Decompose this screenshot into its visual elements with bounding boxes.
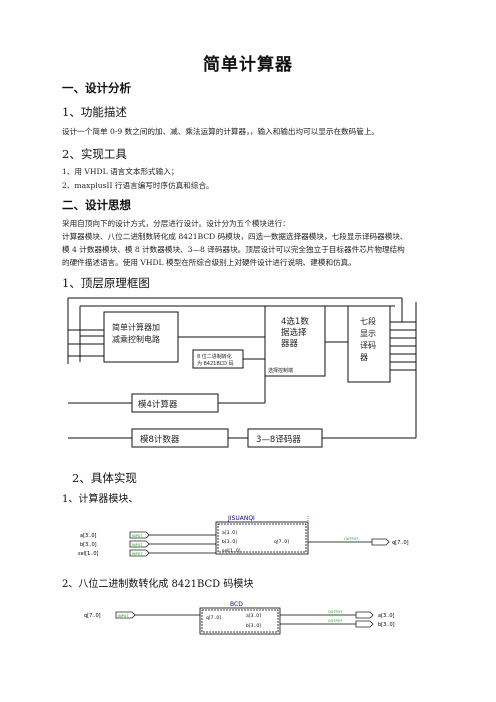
heading-tools: 2、实现工具 — [62, 147, 127, 161]
input-sel-label: sel[1..0] — [78, 551, 99, 557]
port-q-label: q[7..0] — [274, 539, 289, 545]
bcd-input-tag: INPUT — [118, 614, 129, 618]
heading-implementation: 2、具体实现 — [72, 471, 137, 485]
port-a-label: a[3..0] — [222, 530, 237, 536]
idea-line-4: 的硬件描述语言。使用 VHDL 模型在所综合级别上对硬件设计进行说明、建模和仿真… — [62, 258, 356, 267]
heading-calculator-module: 1、计算器模块、 — [62, 494, 139, 505]
top-level-block-diagram: 简单计算器加 减乘控制电路 8 位二进制转化 为 8421BCD 码 4选1数 … — [67, 297, 417, 448]
port-sel-label: sel[1..0] — [222, 548, 241, 554]
input-b-tag: INPUT — [132, 543, 143, 547]
decoder38-block-label: 3—8译码器 — [256, 435, 301, 445]
section-design-analysis: 一、设计分析 — [62, 81, 131, 95]
mod4-block-label: 模4计算器 — [138, 399, 178, 410]
mux-block-label-1: 4选1数 — [281, 316, 309, 327]
bcd-module-schematic: BCD q[7..0] INPUT q[7..0] a[3..0] b[3..0… — [84, 601, 395, 635]
calc-block-label-1: 简单计算器加 — [112, 322, 160, 332]
mod8-block-label: 模8计数器 — [140, 434, 180, 445]
seg-block-label-4: 器 — [360, 353, 368, 362]
conv-block-label-2: 为 8421BCD 码 — [197, 360, 234, 367]
port-b-label: b[3..0] — [222, 539, 237, 545]
calculator-module-schematic: JISUANQI a[3..0] b[3..0] sel[1..0] INPUT… — [78, 515, 409, 557]
input-sel-tag: INPUT — [132, 552, 143, 556]
mux-block-label-3: 器器 — [281, 339, 299, 349]
bcd-output-a-tag: OUTPUT — [328, 610, 343, 614]
tools-item-1: 1、用 VHDL 语言文本形式输入； — [62, 167, 179, 176]
calc-block-label-2: 减乘控制电路 — [112, 334, 160, 344]
bcd-port-q-label: q[7..0] — [206, 615, 221, 621]
output-q-tag: OUTPUT — [344, 537, 359, 541]
input-a-tag: INPUT — [132, 534, 143, 538]
jisuanqi-title: JISUANQI — [227, 515, 255, 522]
mux-block-label-2: 据选择 — [281, 327, 307, 338]
seg-block-label-2: 显示 — [360, 329, 376, 338]
input-b-label: b[3..0] — [80, 542, 97, 548]
bcd-output-a-label: a[3..0] — [378, 613, 395, 619]
idea-line-3: 模 4 计数器模块、模 8 计数器模块、3—8 译码器块。顶层设计可以完全独立于… — [62, 245, 405, 254]
idea-line-2: 计算器模块、八位二进制数转化成 8421BCD 码模块，四选一数据选择器模块，七… — [62, 232, 408, 241]
select-control-label: 选择控制端 — [268, 367, 293, 374]
conv-block-label-1: 8 位二进制转化 — [197, 353, 232, 360]
bcd-output-b-label: b[3..0] — [378, 622, 395, 628]
tools-item-2: 2、maxplusII 行语言编写时序仿真和综合。 — [62, 181, 214, 190]
heading-top-level-diagram: 1、顶层原理框图 — [62, 276, 150, 290]
idea-line-1: 采用自顶向下的设计方式，分层进行设计。设计分为五个模块进行： — [62, 219, 290, 228]
input-a-label: a[3..0] — [80, 533, 97, 539]
seg-block-label-3: 译码 — [360, 341, 376, 350]
heading-bcd-module: 2、八位二进制数转化成 8421BCD 码模块 — [62, 579, 254, 590]
bcd-output-b-tag: OUTPUT — [328, 619, 343, 623]
seg-block-label-1: 七段 — [360, 316, 376, 326]
output-q-label: q[7..0] — [392, 540, 409, 546]
heading-function: 1、功能描述 — [62, 105, 127, 119]
section-design-idea: 二、设计思想 — [62, 198, 131, 212]
bcd-title: BCD — [230, 601, 243, 608]
doc-title: 简单计算器 — [203, 55, 293, 75]
bcd-port-a-label: a[3..0] — [246, 613, 261, 619]
function-text: 设计一个简单 0-9 数之间的加、减、乘法运算的计算器，，输入和输出均可以显示在… — [62, 127, 380, 136]
bcd-input-q-label: q[7..0] — [84, 613, 101, 619]
bcd-port-b-label: b[3..0] — [246, 623, 261, 629]
